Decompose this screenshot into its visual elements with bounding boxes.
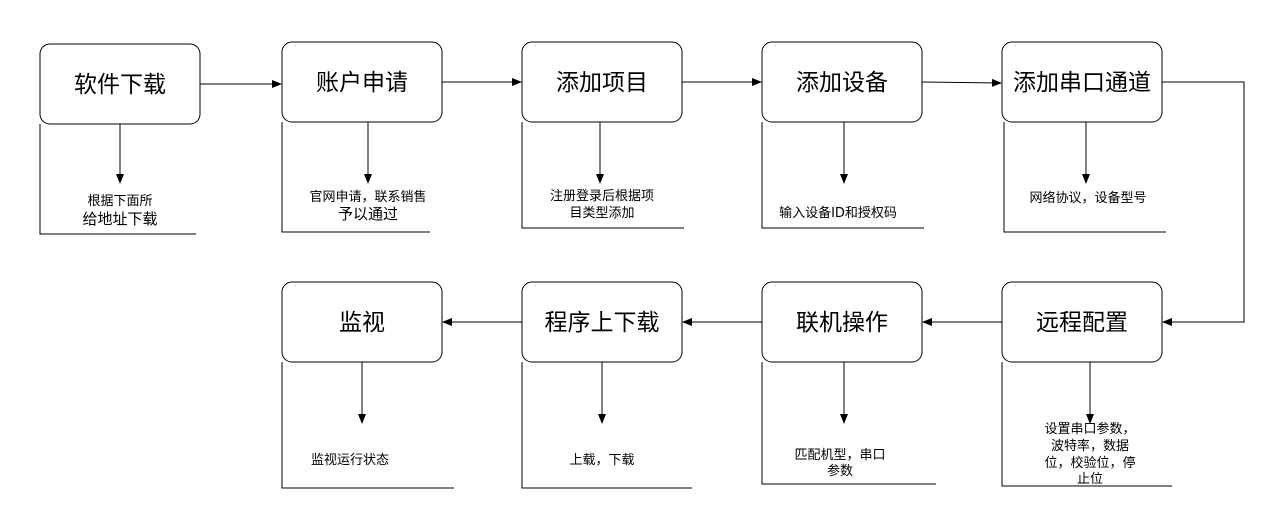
note-bracket: [761, 122, 924, 229]
step-online-operation: 联机操作 匹配机型，串口 参数: [761, 281, 936, 485]
node-title: 添加串口通道: [1013, 70, 1151, 96]
node-title: 添加项目: [556, 70, 648, 96]
flow-arrow: [1162, 81, 1245, 326]
step-account-application: 账户申请 官网申请，联系销售 予以通过: [281, 41, 443, 233]
step-add-serial-channel: 添加串口通道 网络协议，设备型号: [1001, 41, 1166, 233]
node-note-line: 官网申请，联系销售: [309, 189, 426, 205]
note-bracket: [1001, 362, 1172, 487]
node-note-line: 给地址下载: [82, 210, 157, 228]
node-note-line: 上载，下载: [569, 453, 634, 468]
step-software-download: 软件下载 根据下面所 给地址下载: [39, 43, 201, 235]
node-box: [761, 281, 923, 363]
note-bracket: [1003, 122, 1166, 233]
node-box: [761, 41, 923, 123]
node-note-line: 注册登录后根据项: [550, 189, 654, 204]
node-title: 监视: [339, 310, 385, 336]
node-box: [39, 43, 201, 125]
node-title: 账户申请: [316, 70, 408, 96]
node-box: [1001, 41, 1163, 123]
node-note-line: 止位: [1077, 472, 1103, 487]
flow-arrow: [921, 78, 1002, 87]
note-bracket: [521, 362, 692, 489]
node-box: [281, 41, 443, 123]
node-title: 远程配置: [1036, 310, 1128, 336]
node-note-line: 网络协议，设备型号: [1029, 190, 1146, 206]
node-title: 联机操作: [796, 310, 888, 336]
node-note-line: 位，校验位，停: [1044, 455, 1135, 471]
node-title: 软件下载: [74, 72, 166, 98]
node-note-line: 输入设备ID和授权码: [779, 205, 897, 221]
note-bracket: [281, 362, 454, 489]
node-note-line: 目类型添加: [569, 206, 634, 221]
node-note-line: 根据下面所: [87, 194, 152, 209]
node-note-line: 予以通过: [338, 205, 398, 223]
note-bracket: [521, 122, 684, 229]
node-box: [521, 281, 683, 363]
step-remote-config: 远程配置 设置串口参数， 波特率，数据 位，校验位，停 止位: [1001, 281, 1172, 487]
step-monitor: 监视 监视运行状态: [281, 281, 454, 489]
node-box: [521, 41, 683, 123]
node-note-line: 参数: [827, 463, 853, 479]
step-add-device: 添加设备 输入设备ID和授权码: [761, 41, 924, 229]
node-note-line: 监视运行状态: [311, 453, 389, 468]
flow-arrows: [200, 78, 1245, 326]
step-add-project: 添加项目 注册登录后根据项 目类型添加: [521, 41, 684, 229]
node-title: 程序上下载: [545, 310, 660, 336]
step-program-upload-download: 程序上下载 上载，下载: [521, 281, 692, 489]
node-note-line: 匹配机型，串口: [794, 448, 885, 463]
note-bracket: [761, 362, 936, 485]
node-note-line: 波特率，数据: [1051, 438, 1129, 454]
node-title: 添加设备: [796, 70, 888, 96]
note-bracket: [39, 124, 196, 235]
node-box: [1001, 281, 1163, 363]
node-note-line: 设置串口参数，: [1044, 421, 1135, 437]
note-bracket: [281, 122, 430, 233]
node-box: [281, 281, 443, 363]
